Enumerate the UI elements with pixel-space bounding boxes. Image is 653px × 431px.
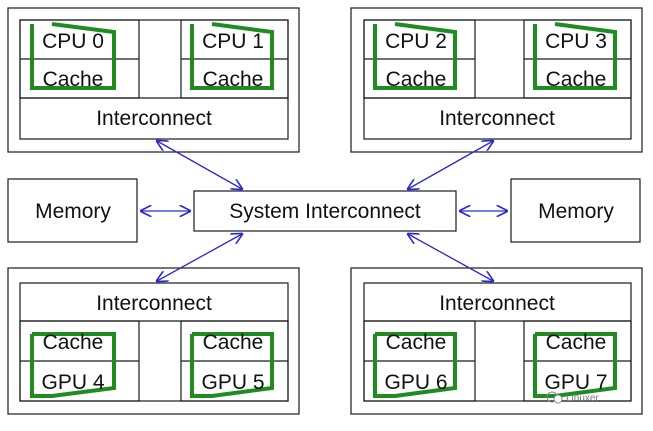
arrow-top-right-to-system [408, 141, 493, 189]
cluster-bottom-right: Interconnect Cache GPU 6 Cache GPU 7 [350, 267, 643, 415]
interconnect-top-left-label: Interconnect [96, 107, 212, 130]
cpu-1-cache-label: Cache [203, 68, 264, 91]
cluster-bottom-left: Interconnect Cache GPU 4 Cache GPU 5 [7, 267, 300, 415]
interconnect-bottom-left-label: Interconnect [96, 292, 212, 315]
cpu-2-cache-label: Cache [386, 68, 447, 91]
system-interconnect-box [193, 190, 457, 232]
system-interconnect-label: System Interconnect [229, 200, 421, 223]
watermark-text: Linuxer [566, 393, 599, 404]
memory-right-label: Memory [538, 200, 614, 223]
cluster-top-right: CPU 2 Cache CPU 3 Cache Interconnect [350, 7, 643, 153]
gpu-6-label: GPU 6 [384, 371, 447, 394]
interconnect-top-right-label: Interconnect [439, 107, 555, 130]
gpu-7-label: GPU 7 [544, 371, 607, 394]
watermark: Linuxer [546, 391, 599, 404]
cpu-3-cache-label: Cache [546, 68, 607, 91]
memory-right-box [510, 178, 641, 243]
gpu-6-cache-label: Cache [386, 331, 447, 354]
gpu-4-label: GPU 4 [41, 371, 104, 394]
cpu-2-label: CPU 2 [385, 30, 447, 53]
interconnect-bottom-right-label: Interconnect [439, 292, 555, 315]
arrow-top-left-to-system [157, 141, 242, 189]
gpu-5-cache-label: Cache [203, 331, 264, 354]
memory-left-box [7, 178, 138, 243]
memory-left-label: Memory [35, 200, 111, 223]
gpu-4-cache-label: Cache [43, 331, 104, 354]
arrow-system-to-bottom-right [408, 234, 493, 281]
cpu-1-label: CPU 1 [202, 30, 264, 53]
cluster-top-left: CPU 0 Cache CPU 1 Cache Interconnect [7, 7, 300, 153]
gpu-7-cache-label: Cache [546, 331, 607, 354]
cpu-3-label: CPU 3 [545, 30, 607, 53]
gpu-5-label: GPU 5 [201, 371, 264, 394]
cpu-0-label: CPU 0 [42, 30, 104, 53]
arrow-system-to-bottom-left [157, 234, 242, 281]
cpu-0-cache-label: Cache [43, 68, 104, 91]
